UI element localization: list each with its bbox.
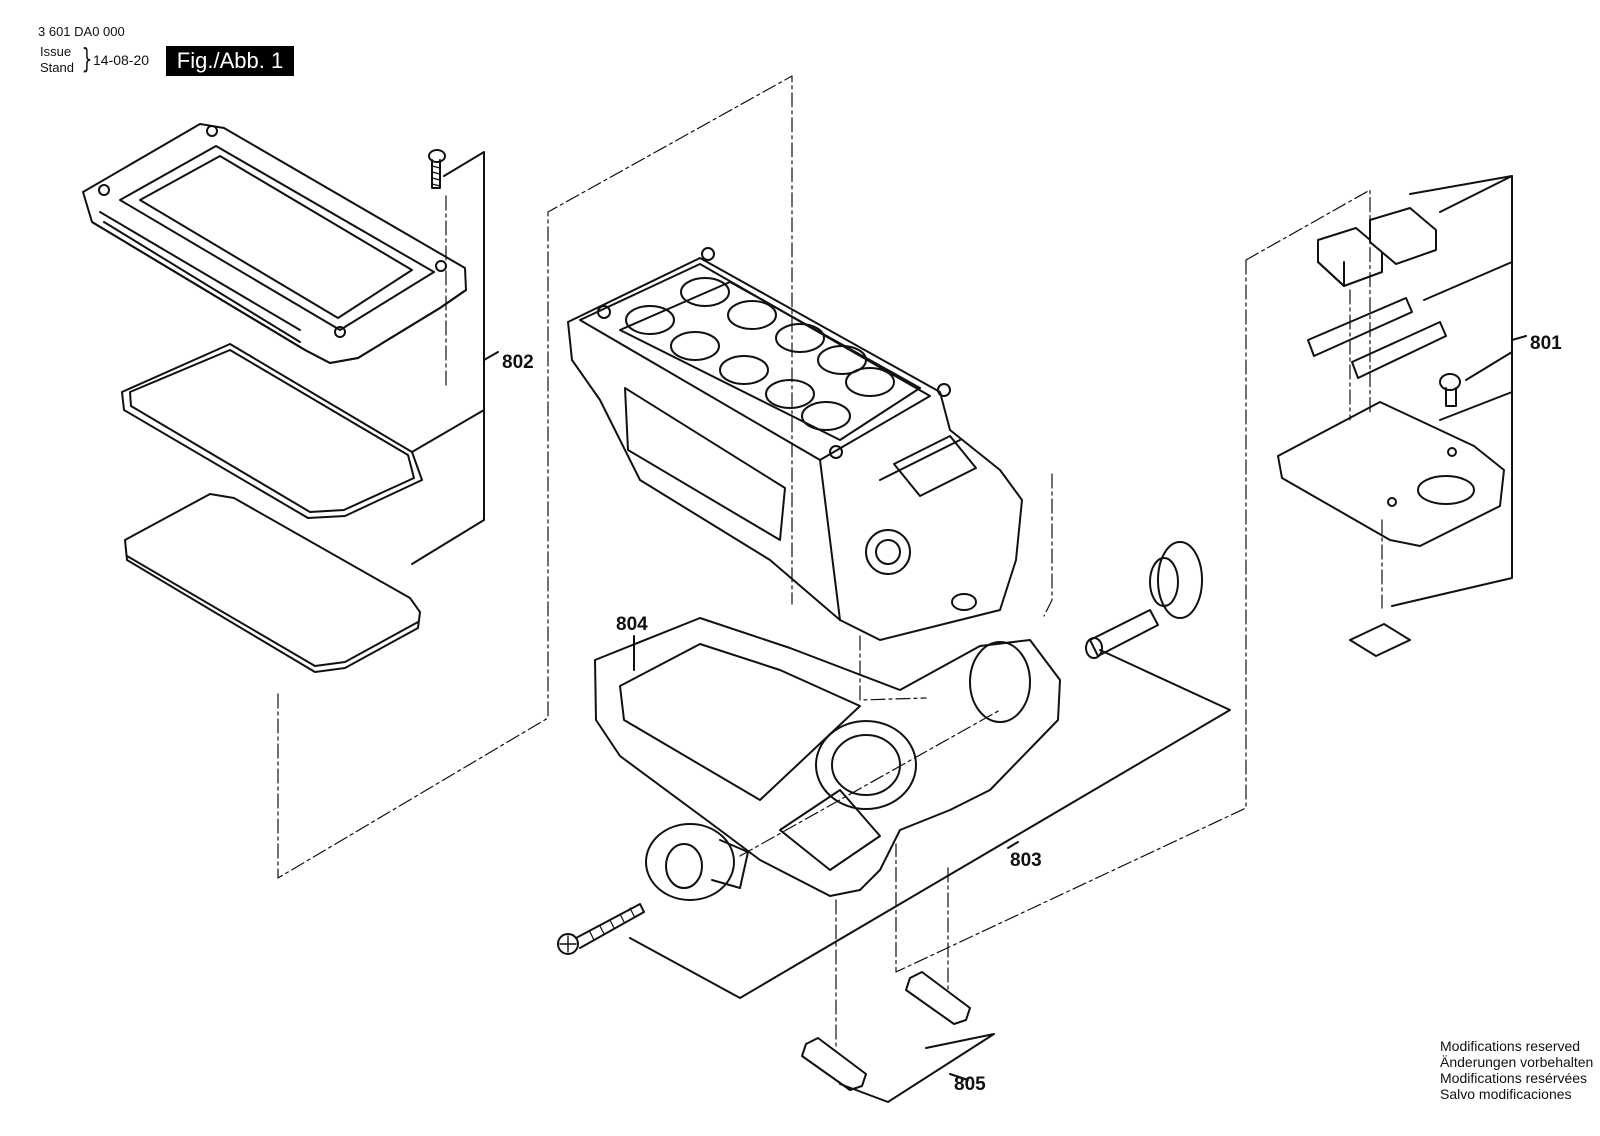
issue-label: Issue: [40, 44, 72, 59]
figure-label: Fig./Abb. 1: [166, 46, 294, 76]
note-line: Modifications resérvées: [1440, 1070, 1588, 1086]
cover-plate: [124, 493, 421, 673]
brace-glyph: }: [81, 42, 93, 75]
right-assembly: [1277, 207, 1505, 657]
knob-right: [1085, 541, 1203, 659]
main-housing: [567, 247, 1023, 641]
stand-label: Stand: [40, 60, 74, 75]
screw-long: [557, 903, 645, 955]
callout-803: 803: [1010, 850, 1042, 871]
gasket: [121, 343, 423, 519]
callout-802: 802: [502, 352, 534, 373]
lid-frame: [82, 123, 467, 364]
modification-notes: Modifications reserved Änderungen vorbeh…: [1440, 1038, 1593, 1102]
knob-left: [645, 823, 749, 901]
note-line: Salvo modificaciones: [1440, 1086, 1572, 1102]
feet: [801, 971, 971, 1091]
part-number: 3 601 DA0 000: [38, 24, 125, 39]
screw-right: [1439, 373, 1461, 407]
callout-801: 801: [1530, 333, 1562, 354]
note-line: Modifications reserved: [1440, 1038, 1581, 1054]
handle-stand: [594, 617, 1061, 897]
issue-date: 14-08-20: [93, 52, 150, 68]
callout-805: 805: [954, 1074, 986, 1095]
callout-804: 804: [616, 614, 648, 635]
screw-top: [428, 149, 446, 189]
note-line: Änderungen vorbehalten: [1440, 1054, 1594, 1070]
